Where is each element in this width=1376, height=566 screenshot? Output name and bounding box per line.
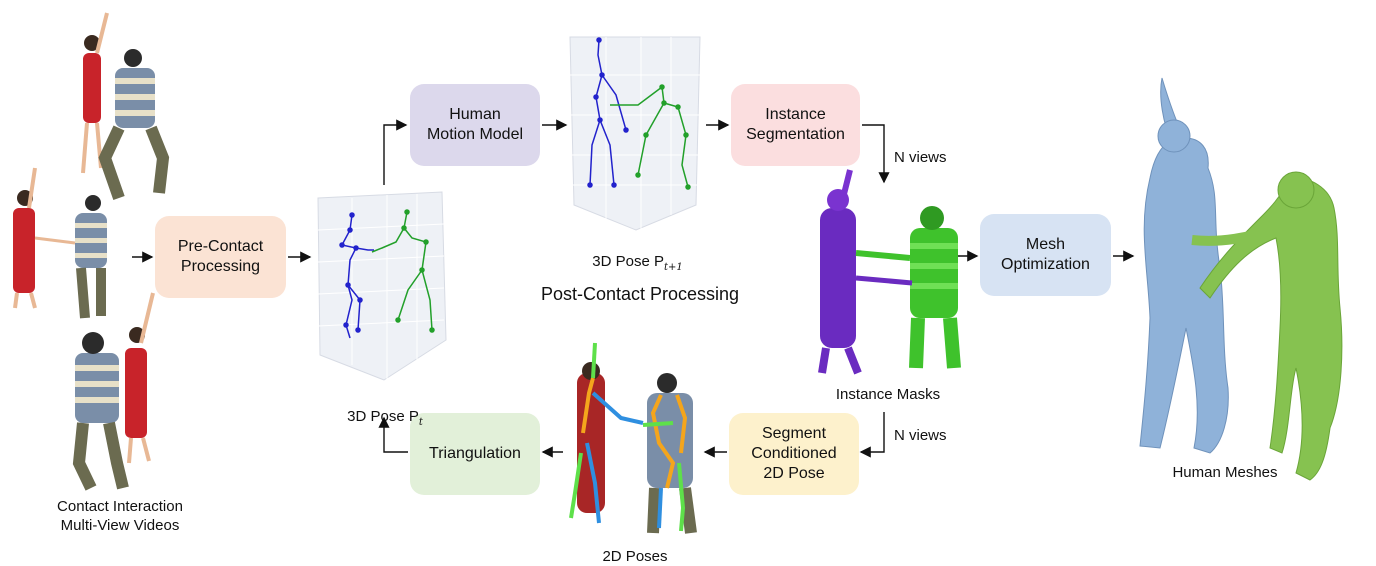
human-mesh-icon	[1139, 77, 1343, 481]
dancer-photo-icon	[13, 12, 170, 491]
3d-skeleton-plot-icon	[317, 191, 447, 381]
arrow-masks-to-seg2d	[859, 412, 885, 458]
2d-keypoint-overlay-icon	[569, 342, 697, 534]
instance-segmentation-box: Instance Segmentation	[731, 84, 860, 166]
n-views-top-label: N views	[894, 149, 947, 166]
triangulation-box: Triangulation	[410, 413, 540, 495]
instance-masks-label: Instance Masks	[835, 386, 941, 403]
2d-poses-label: 2D Poses	[602, 548, 668, 565]
3d-skeleton-plot-icon	[569, 36, 701, 231]
segment-conditioned-2d-pose-box: Segment Conditioned 2D Pose	[729, 413, 859, 495]
arrow-pose-to-motion	[383, 119, 408, 185]
human-motion-model-box: Human Motion Model	[410, 84, 540, 166]
arrow-triang-to-pose	[378, 416, 408, 453]
pre-contact-processing-box: Pre-Contact Processing	[155, 216, 286, 298]
pose-t-label: 3D Pose Pt	[347, 408, 423, 428]
input-videos-label: Contact Interaction Multi-View Videos	[57, 498, 183, 534]
n-views-bottom-label: N views	[894, 427, 947, 444]
mesh-optimization-box: Mesh Optimization	[980, 214, 1111, 296]
arrow-seg-to-masks	[862, 124, 890, 184]
segmentation-mask-icon	[818, 169, 961, 375]
pose-t1-label: 3D Pose Pt+1	[592, 253, 683, 273]
post-contact-processing-label: Post-Contact Processing	[540, 284, 740, 304]
human-meshes-label: Human Meshes	[1172, 464, 1278, 481]
